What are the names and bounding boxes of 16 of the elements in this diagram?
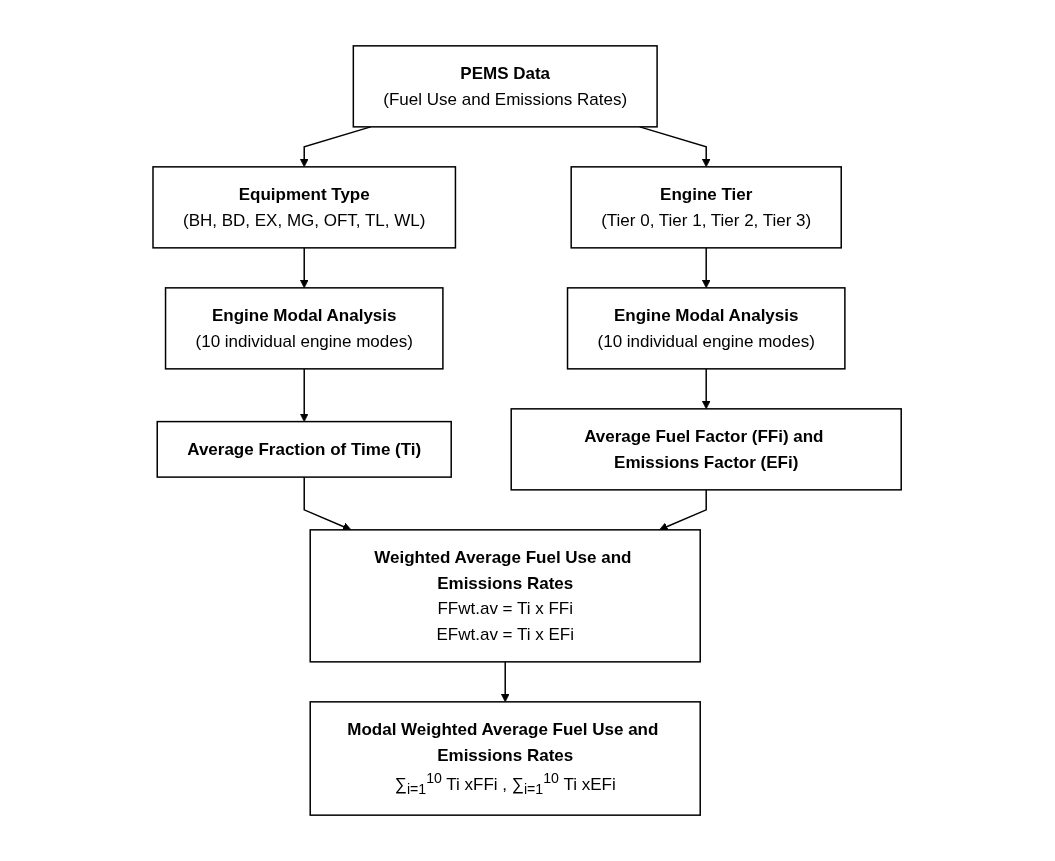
arrow	[501, 661, 510, 703]
node-box: Engine Modal Analysis (10 individual engine modes)	[165, 287, 445, 370]
node-box: Modal Weighted Average Fuel Use and Emissions Rates ∑$_{i=1}$$^{10}$ Ti xFFi , ∑$_{i=1}$$^{10}$ Ti xEFi	[309, 701, 702, 816]
node-box: Equipment Type (BH, BD, EX, MG, OFT, TL, WL)	[152, 166, 457, 249]
arrow	[300, 368, 309, 422]
node-box: Engine Modal Analysis (10 individual engine modes)	[567, 287, 846, 370]
arrow	[702, 247, 711, 289]
arrow	[303, 476, 352, 531]
node-box: Average Fraction of Time (Ti)	[156, 420, 453, 478]
node-box: Weighted Average Fuel Use and Emissions Rates FFwt.av = Ti x FFi EFwt.av = Ti x EFi	[309, 529, 702, 663]
arrow	[659, 489, 708, 531]
node-box: Engine Tier (Tier 0, Tier 1, Tier 2, Tier 3)	[570, 166, 843, 249]
arrow	[300, 247, 309, 289]
arrow	[702, 368, 711, 410]
node-box: PEMS Data (Fuel Use and Emissions Rates)	[352, 45, 659, 128]
node-box: Average Fuel Factor (FFi) and Emissions Factor (EFi)	[510, 408, 903, 491]
